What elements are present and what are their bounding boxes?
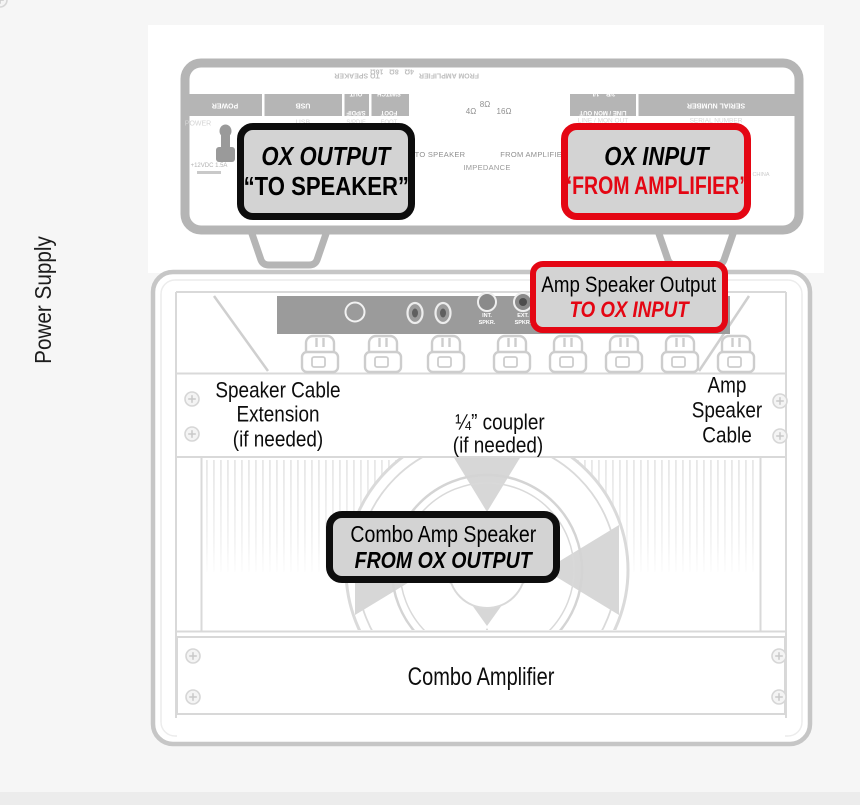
int-spkr-jack <box>477 292 497 312</box>
int-label-1: INT. <box>482 313 492 320</box>
coupler-label-line2: (if needed) <box>452 432 544 458</box>
amp-cable-label-line2: Speaker <box>691 397 763 423</box>
callout-combo-amp-speaker-line1: Combo Amp Speaker <box>350 520 536 547</box>
callout-amp-speaker-output-line1: Amp Speaker Output <box>541 271 717 297</box>
callout-ox-input: OX INPUT “FROM AMPLIFIER” <box>561 123 751 220</box>
amp-knobs <box>300 334 756 374</box>
callout-amp-speaker-output: Amp Speaker Output TO OX INPUT <box>530 261 728 333</box>
power-switch <box>216 124 235 162</box>
amp-cable-label-line3: Cable <box>702 422 752 448</box>
band-label-channels: 2/R 1/L <box>590 89 616 96</box>
band-label-foot-2: SWITCH <box>377 89 401 96</box>
band-label-spdif-2: OUT <box>349 89 363 96</box>
from-amplifier-label: FROM AMPLIFIER <box>500 150 568 160</box>
band-label-serial: SERIAL NUMBER <box>686 101 746 109</box>
to-speaker-label: TO SPEAKER <box>414 150 466 160</box>
faded-spdif: S/PDIF <box>346 120 365 126</box>
badge-max: MAX <box>525 130 541 138</box>
band-label-power: POWER <box>211 101 239 109</box>
band-label-spdif-1: S/PDIF <box>346 108 366 115</box>
callout-ox-input-line1: OX INPUT <box>603 141 709 172</box>
ext-label-2: SPKR. <box>514 320 532 327</box>
top-edge-ohms: 4Ω 8Ω 16Ω <box>369 67 415 75</box>
bottom-band <box>0 792 860 805</box>
made-in-china-text: CHINA <box>752 172 770 179</box>
power-supply-label: Power Supply <box>30 236 57 364</box>
impedance-label: IMPEDANCE <box>463 163 511 173</box>
faded-foot: FOOT <box>381 120 398 126</box>
faded-power: POWER <box>184 120 212 128</box>
ext-label-line2: Extension <box>236 401 320 427</box>
callout-ox-output-line2: “TO SPEAKER” <box>243 170 409 201</box>
ohm-4-label: 4Ω <box>465 106 477 116</box>
coupler-label-line1: ¼” coupler <box>455 409 545 435</box>
callout-amp-speaker-output-line2: TO OX INPUT <box>569 297 689 322</box>
power-rating-underline <box>197 171 221 174</box>
callout-combo-amp-speaker-line2: FROM OX OUTPUT <box>354 547 532 573</box>
faded-serial: SERIAL NUMBER <box>689 117 743 125</box>
power-rating-label: +12VDC 1.5A <box>190 162 228 169</box>
ext-label-line1: Speaker Cable <box>215 377 341 403</box>
combo-amplifier-label: Combo Amplifier <box>407 663 555 691</box>
screws <box>0 0 788 705</box>
ext-label-1: EXT. <box>517 313 529 320</box>
faded-line-mon: LINE / MON OUT <box>577 117 629 125</box>
band-label-line-mon-1: LINE / MON OUT <box>579 108 627 115</box>
ohm-16-label: 16Ω <box>496 106 512 116</box>
badge-exclaim: ! <box>531 139 535 147</box>
input-jacks <box>406 301 452 325</box>
band-label-foot-1: FOOT <box>380 108 398 115</box>
top-edge-from-amplifier: FROM AMPLIFIER <box>418 71 480 79</box>
ohm-8-label: 8Ω <box>479 99 491 109</box>
callout-ox-output-line1: OX OUTPUT <box>261 140 391 171</box>
ext-label-line3: (if needed) <box>232 426 324 452</box>
pilot-light <box>344 301 366 323</box>
ox-foot-left <box>245 224 333 269</box>
callout-combo-amp-speaker: Combo Amp Speaker FROM OX OUTPUT <box>326 511 560 583</box>
band-label-usb: USB <box>295 101 311 109</box>
amp-cable-label-line1: Amp <box>707 372 747 398</box>
callout-ox-input-line2: “FROM AMPLIFIER” <box>562 172 750 201</box>
badge-150w: 150W <box>524 115 542 123</box>
badge-rms: RMS <box>525 123 541 131</box>
faded-usb: USB <box>296 119 310 126</box>
callout-ox-output: OX OUTPUT “TO SPEAKER” <box>237 123 415 220</box>
int-label-2: SPKR. <box>478 320 496 327</box>
